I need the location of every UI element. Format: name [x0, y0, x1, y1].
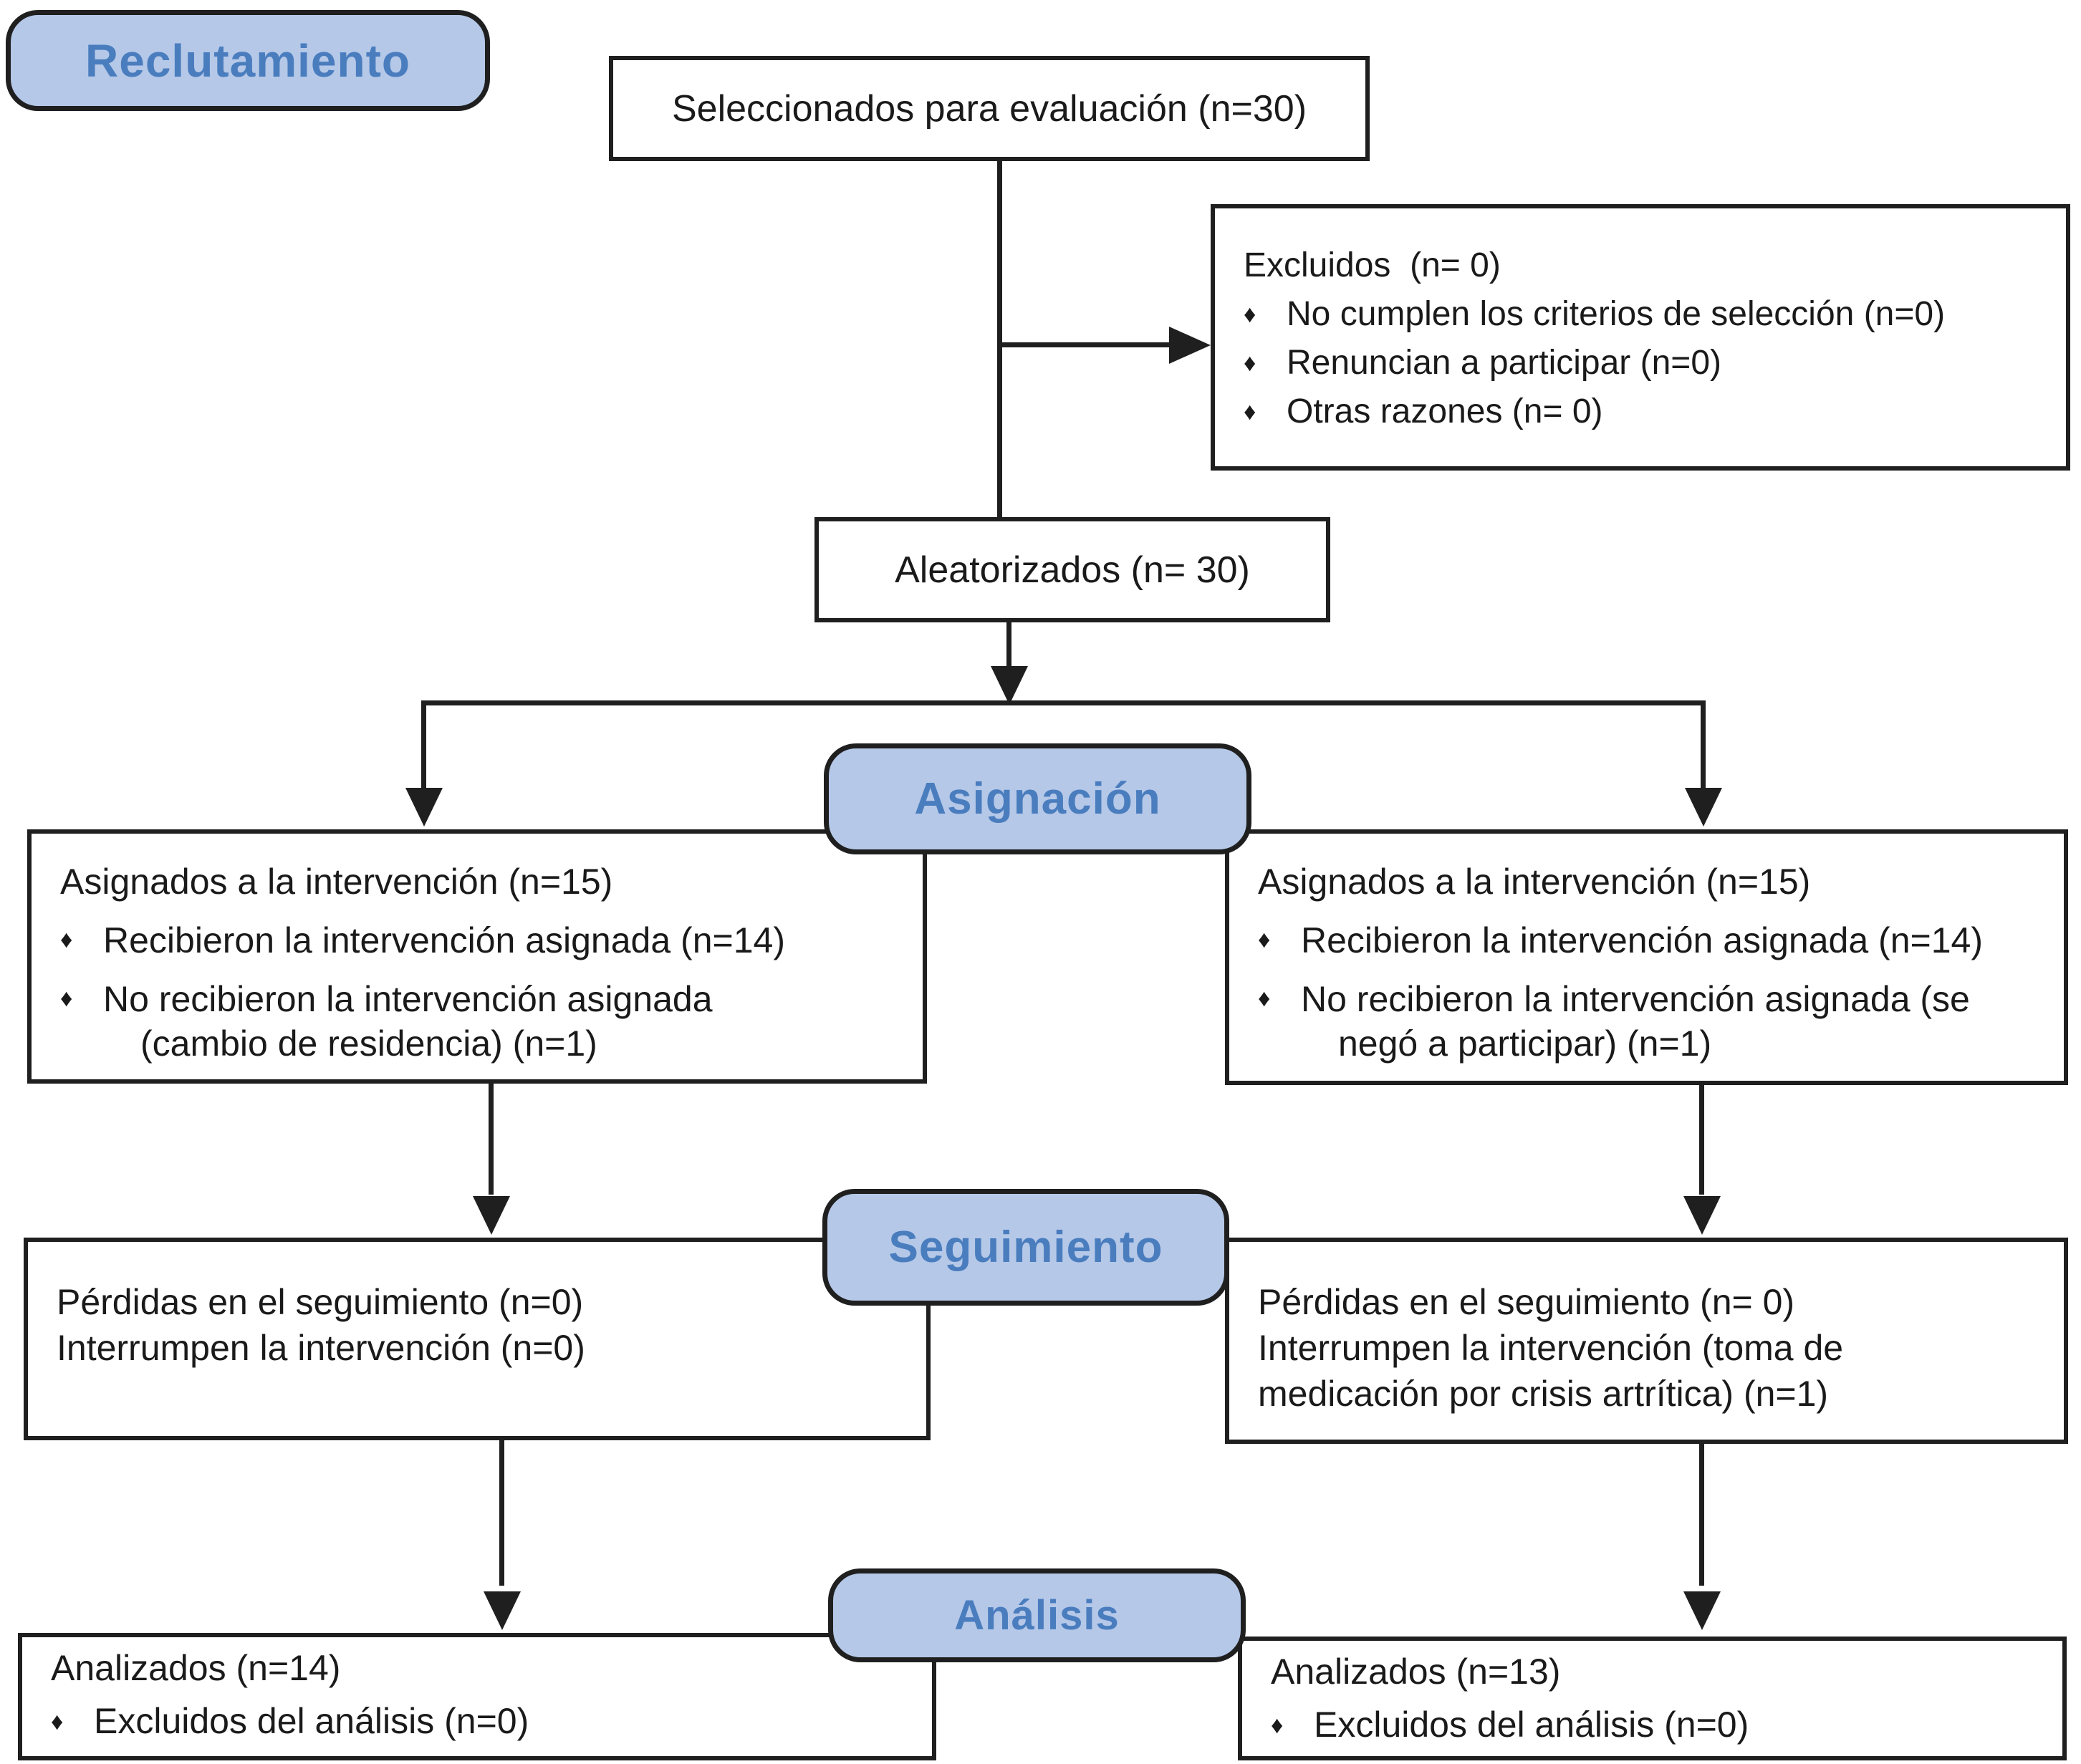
- stage-badge-analysis: Análisis: [828, 1568, 1246, 1662]
- box-allocated-right-title: Asignados a la intervención (n=15): [1258, 862, 1811, 902]
- box-randomized-text: Aleatorizados (n= 30): [895, 549, 1250, 591]
- box-followup-right-line-3: medicación por crisis artrítica) (n=1): [1258, 1374, 1829, 1414]
- arrowhead-down-analysis-right-icon: [1683, 1591, 1721, 1630]
- arrowhead-down-followup-right-icon: [1683, 1196, 1721, 1235]
- bullet-diamond-icon: ♦: [1244, 350, 1256, 377]
- box-allocated-left: Asignados a la intervención (n=15) ♦ Rec…: [27, 829, 927, 1084]
- box-allocated-right-bullet-2-cont: negó a participar) (n=1): [1338, 1023, 1712, 1064]
- box-allocated-right: Asignados a la intervención (n=15) ♦ Rec…: [1225, 829, 2068, 1085]
- box-excluded-bullet-2: Renuncian a participar (n=0): [1287, 344, 1722, 382]
- bullet-diamond-icon: ♦: [51, 1708, 64, 1735]
- connector-randomized-down: [1006, 622, 1011, 670]
- box-followup-left-line-2: Interrumpen la intervención (n=0): [57, 1328, 585, 1368]
- bullet-diamond-icon: ♦: [1271, 1712, 1284, 1739]
- branch-drop-right: [1701, 700, 1706, 792]
- box-analyzed-right-bullet-1: Excluidos del análisis (n=0): [1314, 1705, 1749, 1745]
- connector-to-excluded: [1000, 342, 1171, 347]
- bullet-diamond-icon: ♦: [1244, 301, 1256, 328]
- stage-badge-recruitment-label: Reclutamiento: [85, 34, 410, 87]
- box-analyzed-left-title: Analizados (n=14): [51, 1648, 341, 1688]
- connector-alloc-left-to-followup: [489, 1083, 494, 1195]
- box-analyzed-right: Analizados (n=13) ♦ Excluidos del anális…: [1238, 1637, 2067, 1760]
- box-excluded-bullet-1: No cumplen los criterios de selección (n…: [1287, 295, 1946, 333]
- list-item: ♦ Excluidos del análisis (n=0): [51, 1700, 932, 1743]
- box-excluded-bullet-3: Otras razones (n= 0): [1287, 392, 1603, 430]
- stage-badge-followup: Seguimiento: [822, 1189, 1229, 1306]
- branch-horizontal-line: [421, 700, 1706, 705]
- bullet-diamond-icon: ♦: [1244, 398, 1256, 425]
- stage-badge-allocation: Asignación: [824, 743, 1251, 854]
- box-followup-right-line-1: Pérdidas en el seguimiento (n= 0): [1258, 1282, 1795, 1322]
- box-allocated-left-title: Asignados a la intervención (n=15): [60, 862, 613, 902]
- connector-alloc-right-to-followup: [1699, 1084, 1704, 1195]
- arrowhead-down-analysis-left-icon: [484, 1591, 521, 1630]
- box-analyzed-right-title: Analizados (n=13): [1271, 1652, 1561, 1692]
- connector-selected-to-randomized: [997, 159, 1002, 519]
- box-analyzed-left: Analizados (n=14) ♦ Excluidos del anális…: [18, 1633, 936, 1760]
- stage-badge-allocation-label: Asignación: [914, 774, 1161, 824]
- list-item: ♦ No recibieron la intervención asignada: [60, 977, 901, 1021]
- box-analyzed-left-bullet-1: Excluidos del análisis (n=0): [94, 1701, 529, 1741]
- bullet-diamond-icon: ♦: [60, 926, 73, 953]
- branch-drop-left: [421, 700, 426, 792]
- list-item: ♦ Otras razones (n= 0): [1244, 390, 2066, 433]
- box-allocated-right-bullet-1: Recibieron la intervención asignada (n=1…: [1301, 920, 1983, 960]
- box-allocated-left-bullet-2-cont: (cambio de residencia) (n=1): [140, 1023, 597, 1064]
- connector-followup-left-to-analysis: [499, 1440, 504, 1586]
- box-allocated-left-bullet-2: No recibieron la intervención asignada: [103, 979, 713, 1019]
- box-allocated-right-bullet-2: No recibieron la intervención asignada (…: [1301, 979, 1970, 1019]
- box-followup-right: Pérdidas en el seguimiento (n= 0) Interr…: [1225, 1238, 2068, 1444]
- arrowhead-down-alloc-left-icon: [405, 788, 443, 826]
- list-item: ♦ Excluidos del análisis (n=0): [1271, 1704, 2062, 1747]
- bullet-diamond-icon: ♦: [1258, 985, 1271, 1012]
- stage-badge-recruitment: Reclutamiento: [6, 10, 490, 111]
- box-selected-text: Seleccionados para evaluación (n=30): [671, 87, 1307, 130]
- arrowhead-down-branch-icon: [991, 666, 1028, 705]
- list-item: ♦ Recibieron la intervención asignada (n…: [60, 918, 901, 963]
- arrowhead-down-alloc-right-icon: [1685, 788, 1722, 826]
- arrowhead-down-followup-left-icon: [473, 1196, 510, 1235]
- box-followup-left: Pérdidas en el seguimiento (n=0) Interru…: [24, 1238, 931, 1440]
- box-followup-left-line-1: Pérdidas en el seguimiento (n=0): [57, 1282, 584, 1322]
- stage-badge-analysis-label: Análisis: [954, 1592, 1120, 1639]
- bullet-diamond-icon: ♦: [1258, 926, 1271, 953]
- stage-badge-followup-label: Seguimiento: [888, 1223, 1163, 1272]
- connector-followup-right-to-analysis: [1699, 1443, 1704, 1586]
- arrowhead-right-excluded-icon: [1169, 327, 1211, 364]
- bullet-diamond-icon: ♦: [60, 985, 73, 1012]
- box-selected-for-evaluation: Seleccionados para evaluación (n=30): [609, 56, 1370, 161]
- box-allocated-left-bullet-1: Recibieron la intervención asignada (n=1…: [103, 920, 785, 960]
- box-followup-right-line-2: Interrumpen la intervención (toma de: [1258, 1328, 1844, 1368]
- box-excluded: Excluidos (n= 0) ♦ No cumplen los criter…: [1211, 204, 2070, 471]
- list-item: ♦ Recibieron la intervención asignada (n…: [1258, 918, 2042, 963]
- list-item: ♦ Renuncian a participar (n=0): [1244, 342, 2066, 385]
- box-excluded-title: Excluidos (n= 0): [1244, 246, 1501, 284]
- list-item: ♦ No recibieron la intervención asignada…: [1258, 977, 2042, 1021]
- list-item: ♦ No cumplen los criterios de selección …: [1244, 293, 2066, 336]
- box-randomized: Aleatorizados (n= 30): [814, 517, 1330, 622]
